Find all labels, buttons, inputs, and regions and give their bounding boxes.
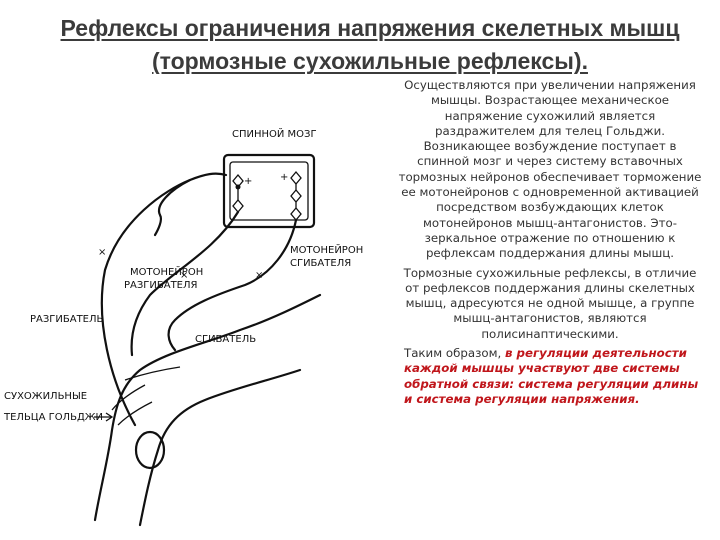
label-motoneuron-extensor-2: РАЗГИБАТЕЛЯ: [124, 280, 197, 291]
paragraph-3-emphasis: в регуляции деятельности каждой мышцы уч…: [404, 346, 699, 406]
text-column: Осуществляются при увеличении напряжения…: [396, 78, 704, 411]
label-golgi-2: ТЕЛЬЦА ГОЛЬДЖИ: [3, 412, 103, 423]
paragraph-1: Осуществляются при увеличении напряжения…: [398, 78, 702, 261]
cut-mark-3: ×: [255, 270, 263, 281]
label-motoneuron-flexor-2: СГИБАТЕЛЯ: [290, 258, 351, 269]
paragraph-3: Таким образом, в регуляции деятельности …: [396, 346, 704, 407]
label-motoneuron-extensor-1: МОТОНЕЙРОН: [130, 265, 203, 278]
golgi-arrow: [94, 412, 114, 422]
label-extensor: РАЗГИБАТЕЛЬ: [30, 314, 104, 325]
efferent-flexor: [167, 218, 298, 352]
paragraph-2: Тормозные сухожильные рефлексы, в отличи…: [403, 265, 697, 341]
cut-mark-2: ×: [180, 270, 188, 281]
label-motoneuron-flexor-1: МОТОНЕЙРОН: [290, 243, 363, 256]
efferent-extensor: [130, 210, 240, 357]
paragraph-3-intro: Таким образом,: [404, 346, 505, 361]
limb-outline-lower: [138, 368, 302, 527]
spinal-cord-box: [222, 153, 316, 229]
limb-outline: [93, 293, 322, 522]
inhibitory-synapse: [235, 184, 241, 190]
knee-joint: [134, 430, 166, 470]
cut-mark-1: ×: [98, 247, 106, 258]
plus-sign-right: +: [280, 172, 288, 183]
plus-sign: +: [244, 176, 252, 187]
muscle-fibers: [111, 366, 181, 426]
tendon-reflex-diagram: + + × × × СПИННОЙ МОЗГ МОТОНЕЙРОН СГИБАТ…: [3, 127, 363, 527]
afferent-loop: [153, 178, 192, 237]
label-golgi-1: СУХОЖИЛЬНЫЕ: [4, 391, 87, 402]
slide-title: Рефлексы ограничения напряжения скелетны…: [60, 15, 680, 74]
afferent-fiber: [100, 172, 228, 427]
spinal-cord-inner-box: [229, 161, 309, 221]
label-flexor: СГИБАТЕЛЬ: [195, 334, 256, 345]
label-spinal-cord: СПИННОЙ МОЗГ: [232, 127, 317, 140]
